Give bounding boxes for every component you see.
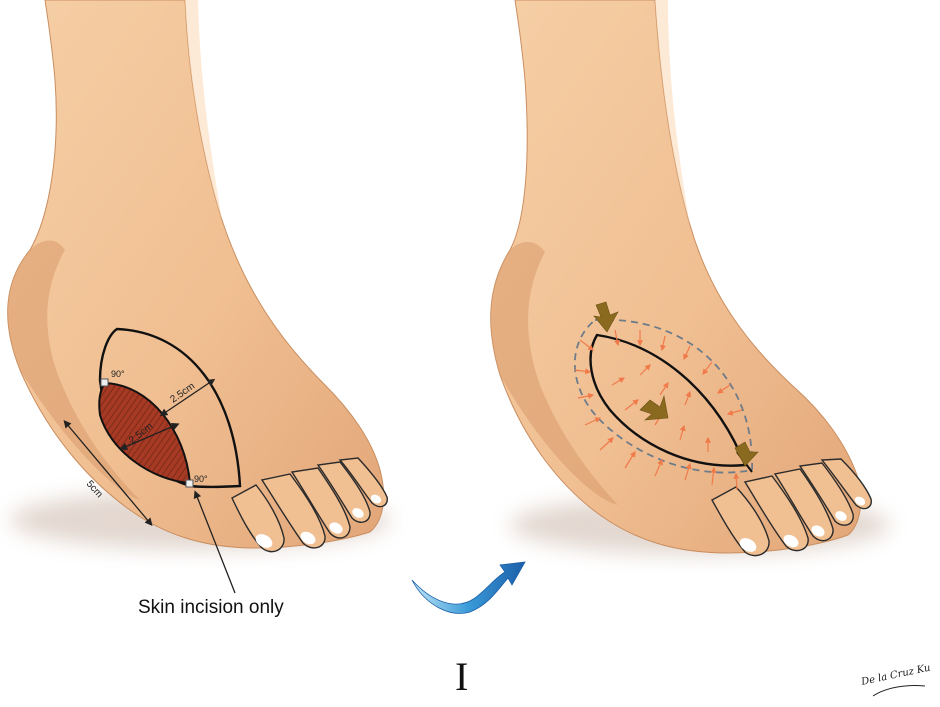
- transition-arrow: [412, 562, 525, 613]
- angle-top-label: 90°: [111, 369, 125, 379]
- left-foot: 90° 90° 2.5cm 2.5cm 5cm Skin incision on…: [8, 0, 390, 618]
- angle-bottom-label: 90°: [194, 474, 208, 484]
- panel-label: I: [455, 654, 468, 699]
- signature-text: De la Cruz Ku: [859, 663, 931, 689]
- corner-marker-top: [101, 379, 108, 386]
- corner-marker-bottom: [186, 480, 193, 487]
- right-foot: [491, 0, 890, 556]
- artist-signature: De la Cruz Ku: [859, 663, 931, 696]
- caption-skin-incision: Skin incision only: [138, 597, 284, 618]
